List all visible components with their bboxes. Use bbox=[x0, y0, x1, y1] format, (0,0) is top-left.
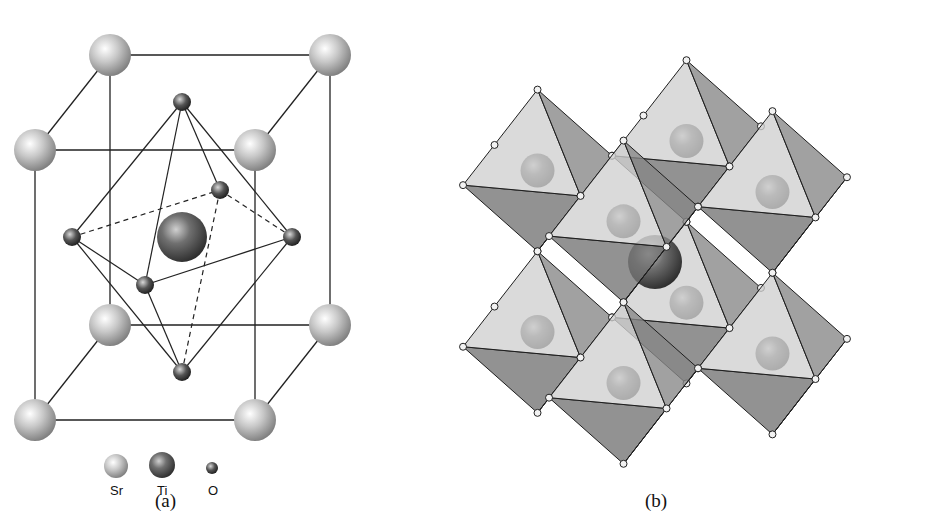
o-atom bbox=[577, 192, 584, 199]
sr-atom bbox=[89, 34, 131, 76]
o-atom bbox=[577, 354, 584, 361]
sr-atom bbox=[234, 399, 276, 441]
legend-o-sample bbox=[206, 462, 218, 474]
cell-edge bbox=[35, 150, 255, 420]
legend-label: O bbox=[208, 484, 218, 497]
o-atom bbox=[695, 203, 702, 210]
legend-sr-sample bbox=[104, 454, 128, 478]
octahedron-face bbox=[624, 302, 698, 408]
o-atom bbox=[620, 299, 627, 306]
o-atom bbox=[769, 108, 776, 115]
bond-line bbox=[182, 102, 292, 237]
ti-atom bbox=[157, 212, 207, 262]
panel-label: (a) bbox=[155, 491, 176, 510]
cell-edge bbox=[110, 55, 330, 325]
o-atom bbox=[283, 228, 301, 246]
sr-atom bbox=[309, 304, 351, 346]
o-atom bbox=[63, 228, 81, 246]
legend-label: Sr bbox=[110, 484, 123, 497]
o-atom bbox=[491, 303, 498, 310]
o-atom bbox=[726, 325, 733, 332]
o-atom bbox=[534, 409, 541, 416]
o-atom bbox=[620, 137, 627, 144]
o-atom bbox=[577, 192, 584, 199]
sr-atoms-back bbox=[89, 34, 351, 346]
o-atom bbox=[546, 233, 553, 240]
legend-samples bbox=[104, 452, 218, 478]
octahedron-face bbox=[772, 111, 846, 217]
o-atom bbox=[620, 460, 627, 467]
o-atom bbox=[534, 86, 541, 93]
sr-atom bbox=[309, 34, 351, 76]
o-atom bbox=[577, 354, 584, 361]
o-atom bbox=[640, 112, 647, 119]
sr-atom bbox=[14, 129, 56, 171]
o-atom bbox=[695, 365, 702, 372]
o-atom bbox=[663, 243, 670, 250]
octahedron-edges bbox=[72, 102, 292, 372]
o-atom bbox=[769, 269, 776, 276]
o-atom bbox=[769, 269, 776, 276]
o-atom bbox=[695, 203, 702, 210]
o-atom bbox=[620, 299, 627, 306]
ti-o6-octahedron bbox=[546, 299, 702, 468]
o-atom bbox=[726, 163, 733, 170]
sr-atom bbox=[14, 399, 56, 441]
sr-atom bbox=[89, 304, 131, 346]
o-atoms-front bbox=[136, 276, 191, 381]
sr-atom bbox=[234, 129, 276, 171]
o-atom bbox=[534, 248, 541, 255]
o-atom bbox=[546, 394, 553, 401]
o-atom bbox=[136, 276, 154, 294]
o-atom bbox=[173, 93, 191, 111]
o-atom bbox=[726, 163, 733, 170]
octahedra-network bbox=[460, 57, 851, 468]
bond-line bbox=[182, 237, 292, 372]
o-atom bbox=[211, 181, 229, 199]
bond-line bbox=[182, 102, 220, 190]
o-atom bbox=[460, 182, 467, 189]
ti-o6-octahedron bbox=[695, 269, 851, 438]
bond-line bbox=[220, 190, 292, 237]
bond-line bbox=[72, 102, 182, 237]
ti-o6-octahedron bbox=[695, 108, 851, 277]
o-atom bbox=[460, 343, 467, 350]
panel-label: (b) bbox=[645, 491, 667, 510]
legend-ti-sample bbox=[149, 452, 175, 478]
ti-o6-octahedron bbox=[546, 137, 702, 306]
o-atom bbox=[812, 376, 819, 383]
octahedron-face bbox=[772, 273, 846, 379]
o-atom bbox=[173, 363, 191, 381]
bond-line bbox=[72, 237, 145, 285]
bond-line bbox=[72, 237, 182, 372]
bond-line bbox=[145, 285, 182, 372]
o-atom bbox=[683, 57, 690, 64]
o-atom bbox=[843, 174, 850, 181]
octahedron-face bbox=[624, 141, 698, 247]
o-atom bbox=[812, 214, 819, 221]
o-atom bbox=[695, 365, 702, 372]
o-atom bbox=[726, 325, 733, 332]
o-atom bbox=[663, 405, 670, 412]
o-atom bbox=[769, 431, 776, 438]
o-atom bbox=[843, 335, 850, 342]
unit-cell bbox=[35, 55, 330, 420]
o-atom bbox=[534, 248, 541, 255]
sr-atoms-front bbox=[14, 129, 276, 441]
o-atom bbox=[491, 141, 498, 148]
